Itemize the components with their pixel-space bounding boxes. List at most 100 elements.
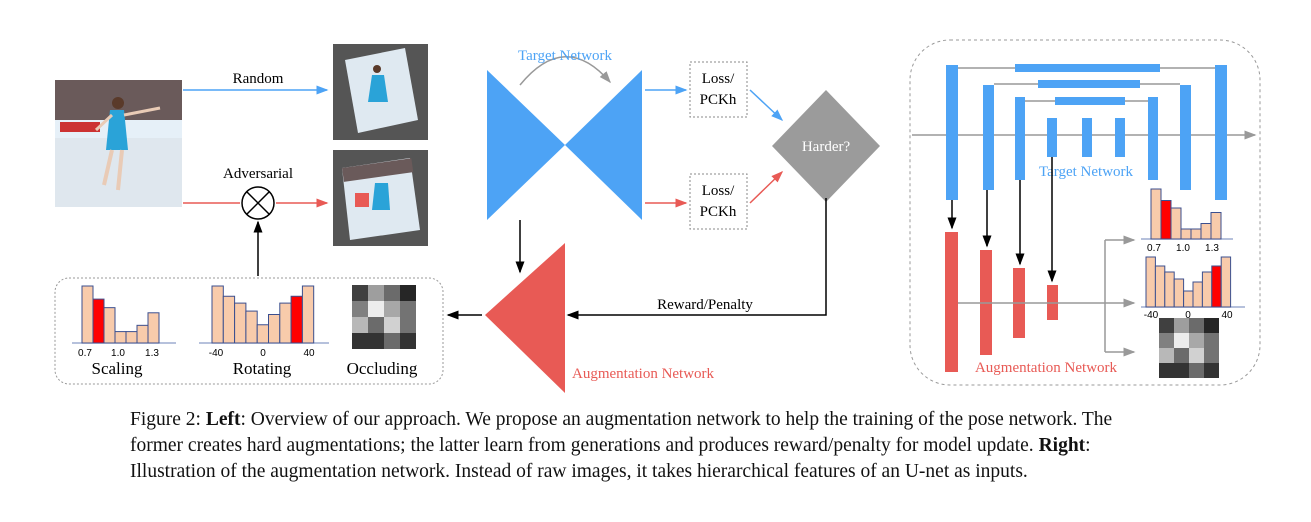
hist-bar [1164, 271, 1175, 308]
loss-box-adversarial: Loss/ PCKh [689, 173, 748, 230]
hist-bar [256, 324, 270, 344]
augmentation-network-label: Augmentation Network [572, 366, 715, 382]
caption-text: Figure 2: [130, 409, 206, 430]
hist-bar [1201, 271, 1213, 308]
svg-text:PCKh: PCKh [700, 92, 737, 108]
occlusion-cell [1159, 363, 1174, 378]
tick: -40 [1144, 310, 1159, 321]
occlusion-cell [1189, 363, 1204, 378]
hist-bar [1211, 265, 1222, 308]
occlusion-cell [1174, 363, 1189, 378]
hist-bar [1210, 212, 1222, 240]
output-arrows [958, 235, 1136, 357]
occlusion-cell [400, 333, 416, 349]
scaling-label: Scaling [92, 359, 143, 378]
occlusion-cell [400, 285, 416, 301]
occlusion-cell [384, 285, 400, 301]
occlusion-cell [1159, 348, 1174, 363]
occlusion-cell [384, 317, 400, 333]
occlusion-cell [1159, 318, 1174, 333]
tick: 1.3 [1205, 243, 1219, 254]
hist-bar [1170, 207, 1182, 240]
unet-box [909, 39, 1261, 386]
hist-bar [211, 285, 224, 344]
occlusion-cell [352, 285, 368, 301]
occlusion-cell [1174, 348, 1189, 363]
hist-bar [1180, 228, 1192, 240]
hist-bar [92, 298, 105, 344]
scaling-histogram-right [1141, 188, 1233, 240]
occlusion-cell [368, 301, 384, 317]
hist-bar [234, 302, 247, 344]
svg-text:PCKh: PCKh [700, 204, 737, 220]
occlusion-cell [1204, 363, 1219, 378]
unet-target-network [946, 64, 1227, 200]
hist-bar [1150, 188, 1162, 240]
caption-text: Illustration of the augmentation network… [130, 461, 1028, 482]
target-network [487, 56, 642, 220]
tick: 0.7 [1147, 243, 1161, 254]
adversarial-label: Adversarial [223, 166, 293, 182]
hist-bar [1145, 256, 1156, 308]
occlusion-cell [368, 317, 384, 333]
occlusion-cell [400, 301, 416, 317]
occlusion-cell [1189, 318, 1204, 333]
occlusion-cell [384, 333, 400, 349]
adversarial-augmented-image [333, 150, 428, 246]
tick: -40 [209, 348, 224, 359]
tick: 40 [1221, 310, 1233, 321]
occlusion-cell [352, 317, 368, 333]
tick: 40 [303, 348, 315, 359]
hist-bar [103, 307, 116, 344]
hist-bar [1192, 281, 1203, 308]
hist-bar [245, 310, 258, 344]
occlusion-cell [384, 301, 400, 317]
unet-target-label: Target Network [1039, 164, 1134, 180]
hist-bar [147, 312, 160, 344]
occlusion-cell [1159, 333, 1174, 348]
occluding-label: Occluding [347, 359, 418, 378]
scaling-histogram [72, 285, 176, 344]
hist-bar [1200, 223, 1212, 240]
occlusion-cell [1189, 333, 1204, 348]
tick: 0 [1185, 310, 1191, 321]
occluding-grid-right [1159, 318, 1219, 378]
input-image [55, 80, 182, 207]
hist-bar [1160, 200, 1172, 240]
hist-bar [1220, 256, 1232, 308]
svg-text:Loss/: Loss/ [702, 183, 735, 199]
hist-bar [279, 302, 292, 344]
occlusion-cell [1204, 333, 1219, 348]
unet-augmentation-network [945, 232, 1058, 372]
skip-connections [958, 67, 1215, 102]
hist-bar [136, 324, 149, 344]
occlusion-cell [400, 317, 416, 333]
occlusion-cell [352, 333, 368, 349]
caption-text: : Overview of our approach. We propose a… [240, 409, 1113, 430]
occlusion-cell [368, 285, 384, 301]
rotating-histogram [199, 285, 329, 344]
figure-caption: Figure 2: Left: Overview of our approach… [130, 407, 1300, 485]
caption-text: former creates hard augmentations; the l… [130, 435, 1039, 456]
caption-bold: Right [1038, 435, 1086, 456]
hist-bar [1154, 265, 1166, 308]
hist-bar [301, 285, 315, 344]
occlusion-cell [352, 301, 368, 317]
hist-bar [1190, 228, 1202, 240]
rotating-label: Rotating [233, 359, 292, 378]
random-label: Random [233, 71, 284, 87]
target-network-label: Target Network [518, 48, 613, 64]
unet-augmentation-label: Augmentation Network [975, 360, 1118, 376]
caption-bold: Left [205, 409, 241, 430]
tick: 1.3 [145, 348, 159, 359]
occlusion-cell [1174, 333, 1189, 348]
figure-diagram: Random Adversarial Target Network Loss/ … [54, 39, 1261, 393]
hist-bar [81, 285, 94, 344]
hist-bar [114, 331, 127, 344]
occlusion-cell [1174, 318, 1189, 333]
harder-label: Harder? [802, 139, 851, 155]
occlusion-cell [1204, 318, 1219, 333]
feature-arrows [947, 157, 1057, 283]
hist-bar [125, 331, 138, 344]
loss-box-random: Loss/ PCKh [689, 61, 748, 118]
